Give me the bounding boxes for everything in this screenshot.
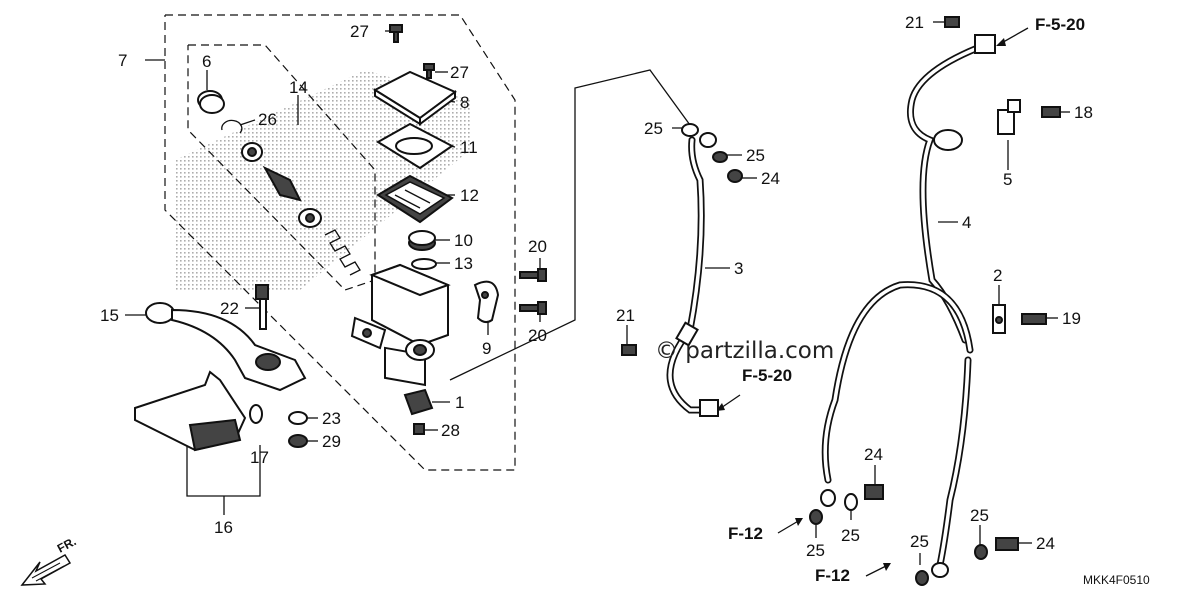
- spring-icon: [324, 229, 361, 276]
- leader-lines: [125, 21, 1070, 565]
- callout-27: 27: [450, 63, 469, 82]
- callout-24: 24: [864, 445, 883, 464]
- washer-25c-icon: [974, 544, 988, 560]
- washer-25f-icon: [915, 570, 929, 586]
- pivot-bolt-22-icon: [255, 284, 269, 330]
- callout-26: 26: [258, 110, 277, 129]
- master-cylinder-body-icon: [350, 263, 451, 387]
- sensor-5-icon: [997, 99, 1021, 135]
- callout-25: 25: [806, 541, 825, 560]
- callout-24: 24: [761, 169, 780, 188]
- front-label: FR.: [55, 534, 79, 555]
- callout-20: 20: [528, 326, 547, 345]
- callout-1: 1: [455, 393, 464, 412]
- callout-6: 6: [202, 52, 211, 71]
- callout-18: 18: [1074, 103, 1093, 122]
- ring-13-icon: [411, 258, 437, 270]
- callout-8: 8: [460, 93, 469, 112]
- callout-29: 29: [322, 432, 341, 451]
- brake-hose-4-icon: [907, 16, 996, 344]
- callout-19: 19: [1062, 309, 1081, 328]
- bolt-20a-icon: [519, 268, 547, 282]
- callout-24: 24: [1036, 534, 1055, 553]
- callout-10: 10: [454, 231, 473, 250]
- washer-25d-icon: [844, 493, 858, 511]
- bolt-24b-icon: [864, 484, 884, 500]
- bolt-24c-icon: [995, 537, 1019, 551]
- bracket-2-icon: [992, 304, 1006, 334]
- ref-f-12: F-12: [815, 566, 850, 585]
- callout-28: 28: [441, 421, 460, 440]
- nut-23-icon: [288, 411, 308, 425]
- piston-icon: [241, 142, 322, 228]
- callout-22: 22: [220, 299, 239, 318]
- callout-13: 13: [454, 254, 473, 273]
- bolt-18-icon: [1041, 106, 1061, 118]
- bolt-20b-icon: [519, 301, 547, 315]
- reservoir-cap-icon: [372, 70, 457, 126]
- watermark: © partzilla.com: [655, 338, 834, 364]
- front-arrow-icon: [20, 554, 72, 586]
- callout-21: 21: [616, 306, 635, 325]
- callout-11: 11: [460, 138, 478, 157]
- callout-5: 5: [1003, 170, 1012, 189]
- callout-17: 17: [250, 448, 269, 467]
- callout-25: 25: [910, 532, 929, 551]
- screw-27b-icon: [423, 63, 435, 79]
- brake-hose-3-icon: [621, 123, 743, 417]
- callout-16: 16: [214, 518, 233, 537]
- callout-21: 21: [905, 13, 924, 32]
- callout-14: 14: [289, 78, 308, 97]
- diaphragm-icon: [376, 174, 454, 224]
- clamp-9-icon: [473, 280, 500, 324]
- ref-f-5-20: F-5-20: [1035, 15, 1085, 34]
- washer-17-icon: [249, 404, 263, 424]
- diaphragm-plate-icon: [376, 122, 454, 170]
- ref-f-5-20: F-5-20: [742, 366, 792, 385]
- callout-2: 2: [993, 266, 1002, 285]
- callout-25: 25: [644, 119, 663, 138]
- callout-25: 25: [970, 506, 989, 525]
- brake-lever-15-icon: [145, 302, 307, 392]
- float-10-icon: [408, 230, 436, 251]
- screw-27-icon: [389, 24, 403, 43]
- reference-labels: F-5-20 F-5-20 F-12 F-12: [728, 15, 1085, 585]
- bolt-19-icon: [1021, 313, 1047, 325]
- callout-3: 3: [734, 259, 743, 278]
- ref-f-12: F-12: [728, 524, 763, 543]
- callout-25: 25: [841, 526, 860, 545]
- callout-27: 27: [350, 22, 369, 41]
- washer-25e-icon: [809, 509, 823, 525]
- circlip-26-icon: [221, 119, 243, 134]
- callout-4: 4: [962, 213, 971, 232]
- lever-holder-16-icon: [134, 370, 247, 452]
- callout-15: 15: [100, 306, 119, 325]
- diagram-code: MKK4F0510: [1083, 573, 1150, 587]
- callout-12: 12: [460, 186, 479, 205]
- boot-6-icon: [197, 90, 225, 114]
- callout-23: 23: [322, 409, 341, 428]
- nut-29-icon: [288, 434, 308, 448]
- callout-25: 25: [746, 146, 765, 165]
- callout-7: 7: [118, 51, 127, 70]
- brake-hose-loop-icon: [820, 281, 974, 578]
- shading-band: [175, 70, 470, 290]
- callout-labels: 27 27 7 6 14 26 8 11 12 10 13 9 20 20 22…: [100, 13, 1093, 560]
- stop-switch-1-icon: [403, 388, 434, 416]
- callout-9: 9: [482, 339, 491, 358]
- callout-20: 20: [528, 237, 547, 256]
- screw-28-icon: [413, 423, 425, 435]
